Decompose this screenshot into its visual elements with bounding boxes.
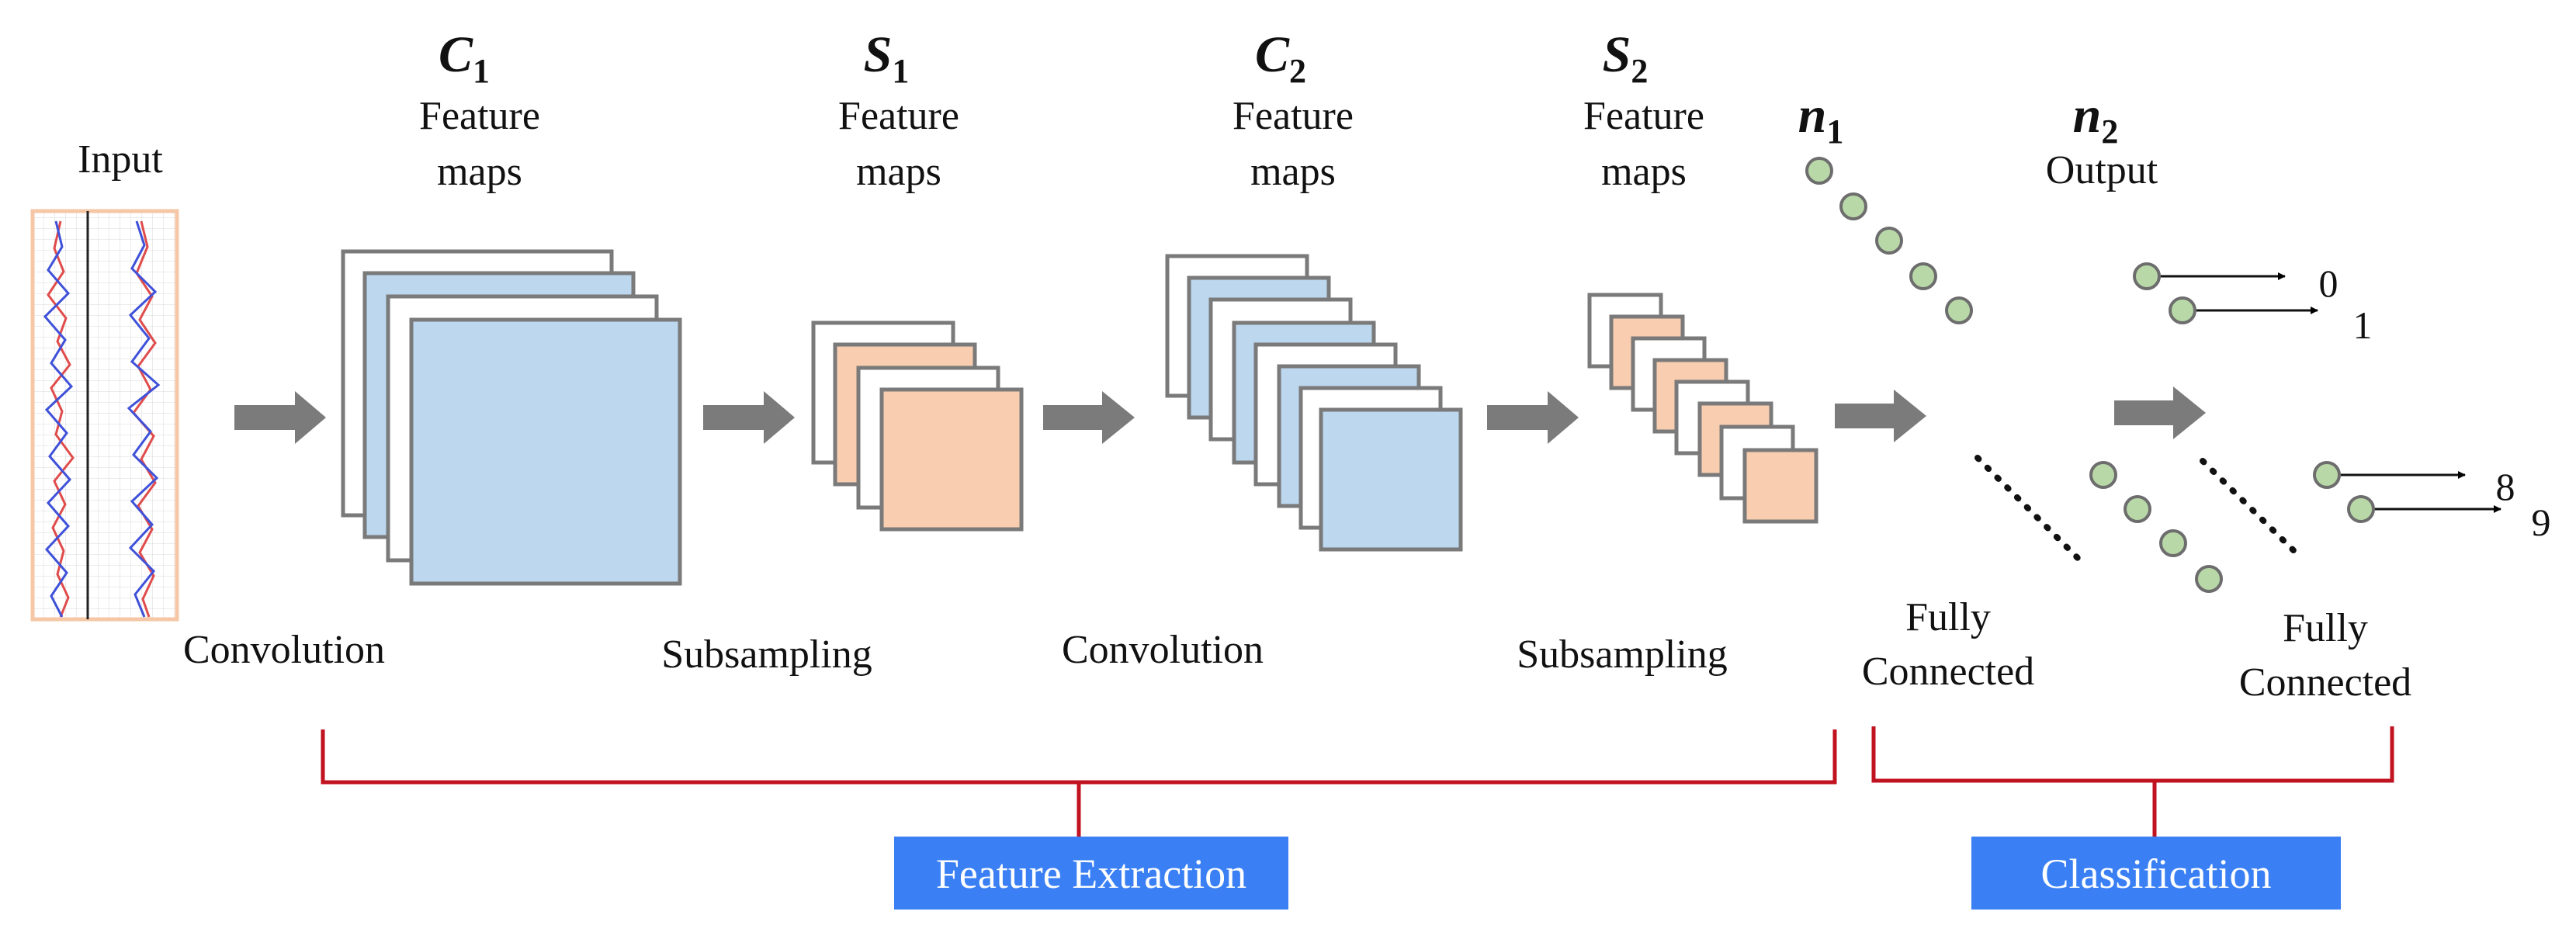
arrow-input-to-c1: [234, 391, 326, 444]
n1-node: [1875, 227, 1903, 255]
input-signal-blue-1: [43, 220, 74, 618]
feature-extraction-group: Feature Extraction: [321, 729, 1837, 910]
arrow-s1-to-c2: [1043, 391, 1135, 444]
op-fully-connected-2-line1: Fully: [2283, 606, 2368, 650]
arrow-s2-to-n1: [1835, 390, 1926, 442]
c1-stage: C1 Feature maps: [341, 26, 682, 586]
op-subsampling-2: Subsampling: [1517, 632, 1728, 677]
n2-nodes: [2133, 262, 2375, 523]
n2-node: [2133, 262, 2161, 290]
s1-title: S1: [864, 26, 910, 90]
op-convolution-2: Convolution: [1062, 628, 1264, 672]
output-digit-0: 0: [2319, 262, 2339, 305]
output-digit-8: 8: [2496, 465, 2515, 508]
op-fully-connected-2-line2: Connected: [2239, 660, 2411, 705]
s1-stage: S1 Feature maps: [811, 26, 1024, 532]
n1-nodes: [1805, 157, 1973, 324]
n1-node: [1805, 157, 1833, 185]
flow-arrows: [234, 386, 2206, 444]
s2-title: S2: [1603, 26, 1649, 90]
c2-label-line2: maps: [1250, 150, 1336, 194]
s2-feature-maps: [1587, 293, 1818, 524]
classification-group: Classification: [1871, 726, 2394, 910]
input-label: Input: [78, 137, 163, 182]
op-fully-connected-1-line1: Fully: [1905, 595, 1991, 639]
c2-feature-maps: [1165, 254, 1463, 552]
arrow-n1-to-n2: [2114, 386, 2206, 439]
c2-title: C2: [1255, 26, 1306, 90]
n2-stage: n2 Output 0 1 8 9: [2046, 87, 2551, 562]
n2-node: [2313, 461, 2341, 489]
operation-labels: Convolution Subsampling Convolution Subs…: [183, 595, 2411, 705]
feature-extraction-bracket: [321, 729, 1837, 837]
c1-feature-maps: [341, 249, 682, 586]
feature-extraction-box: [894, 837, 1288, 910]
n1-node: [1839, 192, 1867, 220]
s2-label-line1: Feature: [1583, 94, 1704, 138]
c1-label-line2: maps: [437, 150, 522, 194]
op-fully-connected-1-line2: Connected: [1862, 650, 2034, 694]
arrow-c2-to-s2: [1487, 391, 1579, 444]
feature-extraction-label: Feature Extraction: [936, 851, 1246, 897]
n2-node: [2169, 296, 2196, 324]
n1-node: [2089, 461, 2117, 489]
s2-stage: S2 Feature maps: [1583, 26, 1818, 524]
c2-stage: C2 Feature maps: [1165, 26, 1463, 552]
classification-bracket: [1871, 726, 2394, 837]
n2-title: n2: [2073, 87, 2119, 151]
op-convolution-1: Convolution: [183, 628, 385, 672]
arrow-c1-to-s1: [703, 391, 795, 444]
op-subsampling-1: Subsampling: [661, 632, 872, 677]
n1-node: [2124, 495, 2151, 523]
s1-label-line2: maps: [856, 150, 941, 194]
n1-node: [1945, 296, 1973, 324]
c1-label-line1: Feature: [419, 94, 540, 138]
n1-ellipsis-dots: [1974, 455, 2083, 563]
n1-lower-nodes: [2089, 461, 2223, 593]
s1-label-line1: Feature: [838, 94, 959, 138]
s1-feature-maps: [811, 321, 1024, 532]
n1-node: [1909, 262, 1937, 290]
s2-label-line2: maps: [1601, 150, 1687, 194]
n1-node: [2195, 565, 2223, 593]
n2-label: Output: [2046, 148, 2158, 192]
n1-stage: n1: [1798, 87, 2223, 593]
input-signal-blue-2: [127, 220, 161, 618]
n2-ellipsis-dots: [2200, 458, 2305, 562]
n1-node: [2159, 529, 2187, 557]
output-digit-9: 9: [2532, 501, 2551, 544]
n2-node: [2347, 495, 2375, 523]
input-block: Input: [30, 137, 179, 622]
n2-output-connections: [2147, 272, 2501, 513]
n1-title: n1: [1798, 87, 1844, 151]
output-digit-1: 1: [2353, 303, 2373, 347]
input-signal-image: [30, 209, 179, 622]
classification-box: [1971, 837, 2341, 910]
classification-label: Classification: [2041, 851, 2272, 897]
c2-label-line1: Feature: [1233, 94, 1354, 138]
c1-title: C1: [439, 26, 490, 90]
